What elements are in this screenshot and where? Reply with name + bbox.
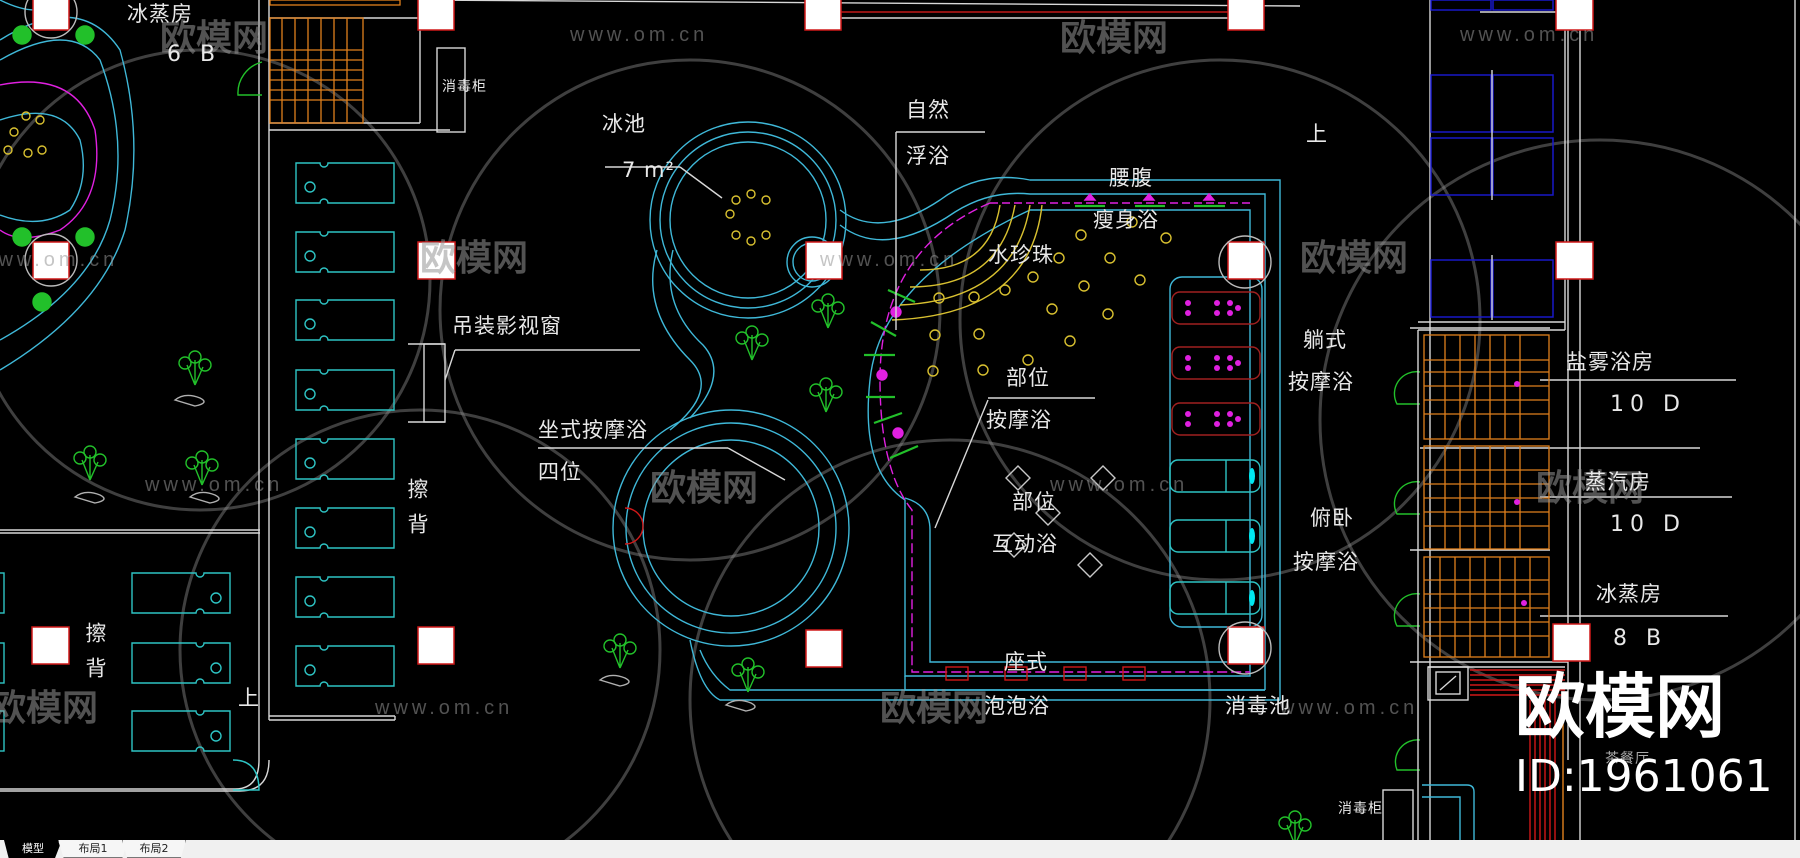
label-rub-back-mid: 擦背 (405, 478, 429, 548)
label-lounge: 茶餐厅 (1605, 751, 1650, 767)
label-salt-fog-size: 10 D (1610, 392, 1686, 417)
layout-tab-bar: 模型 布局1 布局2 (0, 840, 1800, 858)
tab-layout-2[interactable]: 布局2 (122, 840, 186, 858)
label-disinfect-cabinet-bottom: 消毒柜 (1338, 801, 1383, 817)
label-seat-2: 泡泡浴 (984, 694, 1050, 718)
label-interactive-1: 部位 (1012, 490, 1056, 514)
label-prone-2: 按摩浴 (1293, 550, 1359, 574)
label-lying-2: 按摩浴 (1288, 370, 1354, 394)
label-ice-steam-room-right-size: 8 B (1613, 626, 1668, 651)
label-disinfect-cabinet-top: 消毒柜 (442, 79, 487, 95)
label-ice-steam-room-top-size: 6 B (167, 42, 222, 67)
label-seated-massage-2: 四位 (538, 460, 582, 484)
label-waist-1: 腰腹 (1109, 166, 1153, 190)
label-natural-float-1: 自然 (906, 98, 950, 122)
label-prone-1: 俯卧 (1310, 506, 1354, 530)
label-steam-room: 蒸汽房 (1585, 470, 1651, 494)
label-ice-pool-area: 7 m² (622, 158, 675, 182)
label-water-pearl: 水珍珠 (988, 243, 1054, 267)
label-interactive-2: 互动浴 (992, 532, 1058, 556)
tab-layout-1[interactable]: 布局1 (58, 840, 128, 858)
label-lying-1: 躺式 (1303, 328, 1347, 352)
label-up-1: 上 (1306, 122, 1328, 146)
label-partial-1: 部位 (1006, 366, 1050, 390)
label-partial-2: 按摩浴 (986, 408, 1052, 432)
label-natural-float-2: 浮浴 (906, 144, 950, 168)
label-waist-2: 瘦身浴 (1093, 208, 1159, 232)
label-ice-pool: 冰池 (602, 112, 646, 136)
label-ice-steam-room-right: 冰蒸房 (1596, 582, 1662, 606)
cad-model-space[interactable]: 欧模网 欧模网 欧模网 欧模网 欧模网 欧模网 欧模网 欧模网 www.om.c… (0, 0, 1800, 840)
label-steam-size: 10 D (1610, 512, 1686, 537)
cad-drawing (0, 0, 1800, 840)
label-salt-fog-room: 盐雾浴房 (1566, 350, 1654, 374)
label-hanging-tv-window: 吊装影视窗 (452, 314, 562, 338)
brand-watermark: 欧模网 (1515, 666, 1725, 748)
label-up-2: 上 (238, 686, 260, 710)
label-seated-massage-1: 坐式按摩浴 (538, 418, 648, 442)
brand-id: ID:1961061 (1515, 751, 1773, 802)
label-ice-steam-room-top: 冰蒸房 (127, 2, 193, 26)
label-seat-1: 座式 (1004, 650, 1048, 674)
label-disinfect-pool: 消毒池 (1225, 694, 1291, 718)
label-rub-back-left: 擦背 (83, 622, 107, 692)
tab-model[interactable]: 模型 (4, 840, 62, 858)
